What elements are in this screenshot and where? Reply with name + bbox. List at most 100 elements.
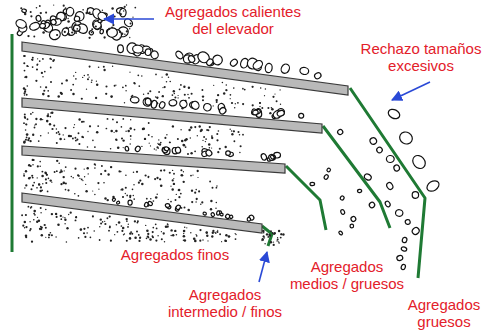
aggregate-rock [175, 204, 181, 210]
fine-particle [89, 12, 91, 14]
fine-particle [45, 237, 46, 238]
fine-particle [26, 94, 28, 96]
fine-particle [228, 235, 231, 238]
label: Agregados calientes del elevador [158, 3, 308, 38]
fine-particle [266, 233, 268, 235]
fine-particle [190, 175, 192, 177]
fine-particle [24, 116, 26, 118]
fine-particle [144, 138, 146, 140]
left-wall [11, 34, 14, 252]
fine-particle [124, 102, 125, 103]
fine-particle [231, 102, 233, 104]
fine-particle [25, 117, 27, 119]
reject-chute [350, 88, 425, 278]
fine-particle [100, 218, 102, 220]
fine-particle [221, 241, 222, 242]
fine-particle [123, 10, 125, 12]
aggregate-rock [265, 63, 273, 73]
fine-particle [34, 124, 35, 125]
aggregate-rock [268, 153, 276, 161]
fine-particle [108, 230, 110, 232]
fine-particle [72, 138, 74, 140]
fine-particle [81, 121, 82, 122]
fine-particle [31, 59, 33, 61]
fine-particle [138, 234, 140, 236]
fine-particle [173, 173, 175, 175]
fine-particle [27, 35, 29, 37]
fine-particle [25, 139, 27, 141]
fine-particle [97, 125, 99, 127]
fine-particle [165, 225, 168, 228]
fine-particle [63, 176, 65, 178]
fine-particle [172, 234, 174, 236]
fine-particle [85, 190, 87, 192]
fine-particle [206, 232, 208, 234]
aggregate-rock [411, 226, 421, 236]
fine-particle [41, 234, 43, 236]
fine-particle [25, 123, 27, 125]
aggregate-rock [405, 219, 411, 225]
fine-particle [181, 174, 184, 177]
fine-particle [252, 104, 254, 106]
fine-particle [114, 234, 115, 235]
fine-particle [66, 241, 68, 243]
fine-particle [84, 176, 85, 177]
fine-particle [211, 235, 213, 237]
fine-particle [219, 233, 221, 235]
fine-particle [45, 12, 47, 14]
fine-particle [86, 232, 88, 234]
fine-particle [149, 238, 152, 241]
fine-particle [137, 220, 139, 222]
fine-particle [146, 238, 148, 240]
fine-particle [74, 137, 76, 139]
fine-particle [41, 175, 44, 178]
fine-particle [28, 164, 30, 166]
fine-particle [127, 226, 129, 228]
fine-particle [116, 231, 118, 233]
fine-particle [68, 135, 71, 138]
fine-particle [64, 127, 66, 129]
fine-particle [186, 227, 187, 228]
fine-particle [47, 113, 49, 115]
aggregate-rock [15, 18, 28, 30]
fine-particle [216, 202, 218, 204]
fine-particle [269, 112, 271, 114]
fine-particle [242, 134, 244, 136]
fine-particle [94, 194, 96, 196]
fine-particle [81, 98, 83, 100]
fine-particle [40, 186, 42, 188]
fine-particle [124, 6, 126, 8]
fine-particle [190, 137, 191, 138]
aggregate-rock [96, 11, 108, 22]
fine-particle [280, 104, 281, 105]
fine-particle [173, 90, 175, 92]
fine-particle [237, 131, 239, 133]
fine-particle [79, 178, 80, 179]
fine-particle [24, 70, 26, 72]
fine-particle [192, 174, 193, 175]
fine-particle [32, 159, 34, 161]
fine-particle [56, 170, 58, 172]
fine-particle [156, 194, 158, 196]
fine-particle [171, 188, 173, 190]
fine-particle [166, 134, 167, 135]
fine-particle [174, 230, 176, 232]
fine-particle [142, 128, 145, 131]
fine-particle [141, 183, 144, 186]
fine-particle [23, 141, 25, 143]
aggregate-rock [130, 96, 139, 103]
fine-particle [120, 37, 122, 39]
fine-particle [168, 199, 169, 200]
fine-particle [70, 89, 72, 91]
fine-particle [122, 227, 124, 229]
aggregate-rock [205, 58, 214, 67]
fine-particle [51, 182, 52, 183]
fine-particle [26, 65, 28, 67]
fine-particle [96, 131, 99, 134]
fine-particle [161, 231, 162, 232]
fine-particle [81, 136, 83, 138]
fine-particle [109, 226, 111, 228]
fine-particle [67, 20, 70, 23]
fine-particle [101, 165, 103, 167]
fine-particle [136, 231, 138, 233]
